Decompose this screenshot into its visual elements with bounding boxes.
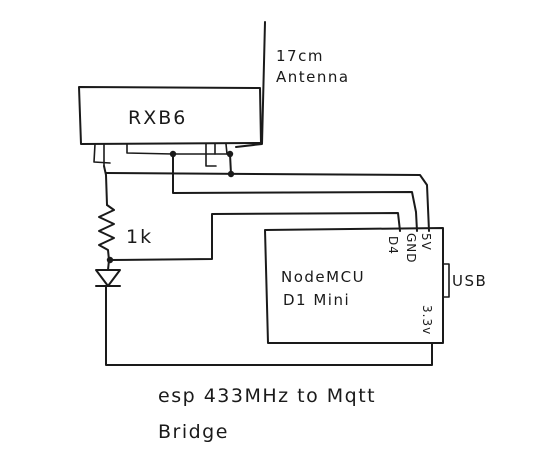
caption-subtitle: Bridge [158,421,229,443]
antenna-length-label: 17cm [276,47,324,65]
led-diode [95,259,121,287]
board-name-label: NodeMCU [281,268,365,286]
pin-d4-label: D4 [386,236,400,255]
junction-dot [226,150,234,158]
pin-gnd-label: GND [404,233,418,264]
antenna-label: Antenna [276,68,350,86]
wires [103,153,433,366]
junction-dot [169,150,177,158]
receiver-label: RXB6 [128,107,187,129]
board-model-label: D1 Mini [283,291,350,309]
nodemcu-board [264,227,450,344]
receiver-module [78,86,262,167]
pin-5v-label: 5V [419,233,433,251]
junction-dot [227,170,235,178]
resistor-label: 1k [126,226,153,248]
resistor [98,204,115,261]
antenna [235,21,266,148]
caption-title: esp 433MHz to Mqtt [158,385,376,407]
pin-3v3-label: 3.3v [420,305,434,335]
usb-label: USB [452,272,487,290]
